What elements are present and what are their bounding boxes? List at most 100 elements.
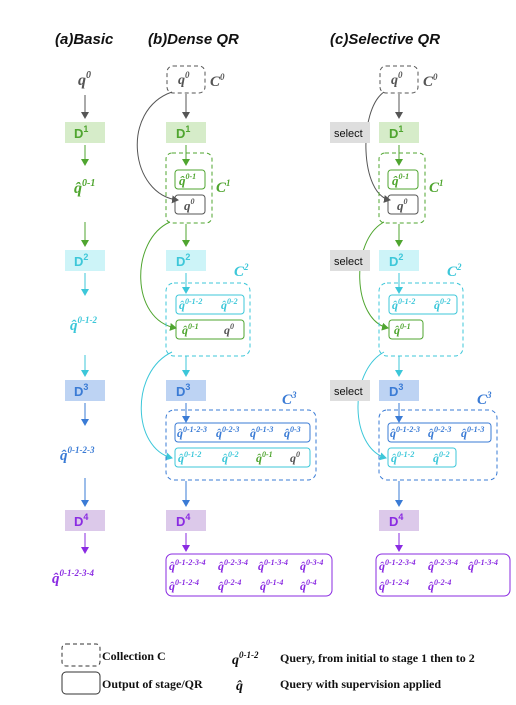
sel-c1-q01: q̂0-1 — [392, 172, 409, 188]
sel-d3-label: D3 — [389, 382, 403, 399]
dense-d1-box — [166, 122, 206, 143]
basic-d3-box — [65, 380, 105, 401]
sel-c2-row2-output — [388, 319, 424, 340]
sel-c3-collection — [378, 409, 498, 481]
dense-c3-row2-output — [174, 447, 311, 468]
sel-out-q01234: q̂0-1-2-3-4 — [379, 558, 416, 573]
dense-c2-q01: q̂0-1 — [182, 322, 199, 337]
sel-c2-q02: q̂0-2 — [434, 297, 451, 312]
sel-d4-box — [379, 510, 419, 531]
sel-c3-q023: q̂0-2-3 — [428, 425, 451, 440]
sel-c2-q012: q̂0-1-2 — [392, 297, 415, 312]
basic-d1-label: D1 — [74, 124, 88, 141]
sel-c1-label: C1 — [429, 178, 444, 196]
dense-c2-row2-output — [175, 319, 245, 340]
legend-output-label: Output of stage/QR — [102, 677, 203, 691]
sel-c1-q0: q0 — [397, 197, 408, 213]
sel-c2-collection — [378, 282, 464, 357]
dense-c3-q012: q̂0-1-2 — [178, 450, 201, 465]
dense-c1-collection — [165, 152, 213, 224]
dense-out-q024: q̂0-2-4 — [218, 578, 241, 593]
dense-out-q01234: q̂0-1-2-3-4 — [169, 558, 206, 573]
dense-c2-q02: q̂0-2 — [221, 297, 238, 312]
sel-d4-output — [375, 553, 511, 597]
sel-out-q024: q̂0-2-4 — [428, 578, 451, 593]
dense-c1-q01: q̂0-1 — [179, 172, 196, 188]
basic-d1-box — [65, 122, 105, 143]
basic-q0: q0 — [78, 70, 91, 89]
selective-column: q0 C0 select D1 q̂0-1 q0 C1 select D2 q̂… — [330, 65, 511, 597]
dense-d4-box — [166, 510, 206, 531]
dense-c0-label: C0 — [210, 72, 225, 90]
basic-q01234: q̂0-1-2-3-4 — [52, 568, 94, 587]
dense-c3-row1-output — [174, 422, 311, 443]
dense-d1-label: D1 — [176, 124, 190, 141]
header-selective: (c)Selective QR — [330, 31, 440, 48]
dense-out-q0234: q̂0-2-3-4 — [218, 558, 248, 573]
sel-c3-q012: q̂0-1-2 — [391, 450, 414, 465]
dense-out-q04: q̂0-4 — [300, 578, 317, 593]
dense-out-q014: q̂0-1-4 — [260, 578, 283, 593]
header-basic: (a)Basic — [55, 31, 114, 48]
dense-d2-label: D2 — [176, 252, 190, 269]
dense-c2-label: C2 — [234, 262, 249, 280]
dense-c3-q013: q̂0-1-3 — [250, 425, 273, 440]
dense-c1-q0: q0 — [184, 197, 195, 213]
dense-out-q0124: q̂0-1-2-4 — [169, 578, 199, 593]
legend-hat-desc: Query with supervision applied — [280, 677, 442, 691]
sel-out-q0124: q̂0-1-2-4 — [379, 578, 409, 593]
dense-c3-q023: q̂0-2-3 — [216, 425, 239, 440]
dense-out-q034: q̂0-3-4 — [300, 558, 323, 573]
sel-d3-box — [379, 380, 419, 401]
sel-select-2 — [330, 250, 370, 271]
dense-c2-collection — [165, 282, 251, 357]
sel-c3-q0123: q̂0-1-2-3 — [390, 425, 420, 440]
dense-d3-label: D3 — [176, 382, 190, 399]
dense-c0-collection — [166, 65, 206, 94]
basic-q01: q̂0-1 — [74, 178, 95, 197]
legend-query-symbol: q0-1-2 — [232, 650, 259, 668]
dense-c1-q0-output — [174, 194, 206, 215]
legend-collection-swatch — [61, 643, 101, 667]
sel-d1-label: D1 — [389, 124, 403, 141]
sel-select-3-label: select — [334, 386, 363, 398]
legend-hat-symbol: q̂ — [236, 679, 243, 694]
basic-d4-box — [65, 510, 105, 531]
dense-c3-q01: q̂0-1 — [256, 450, 273, 465]
dense-c3-label: C3 — [282, 390, 297, 408]
dense-c3-q0123: q̂0-1-2-3 — [177, 425, 207, 440]
dense-d4-label: D4 — [176, 512, 190, 529]
basic-d2-box — [65, 250, 105, 271]
legend-collection-label: Collection C — [102, 649, 166, 663]
dense-d2-box — [166, 250, 206, 271]
sel-d1-box — [379, 122, 419, 143]
basic-q012: q̂0-1-2 — [70, 315, 97, 334]
sel-c3-row1-output — [387, 422, 492, 443]
basic-d2-label: D2 — [74, 252, 88, 269]
sel-c3-row2-output — [387, 447, 457, 468]
sel-select-1-label: select — [334, 128, 363, 140]
legend-output-swatch — [61, 671, 101, 695]
sel-c3-q02: q̂0-2 — [433, 450, 450, 465]
sel-select-2-label: select — [334, 256, 363, 268]
sel-c0-label: C0 — [423, 72, 438, 90]
header-dense: (b)Dense QR — [148, 31, 239, 48]
sel-c2-label: C2 — [447, 262, 462, 280]
sel-c1-q01-output — [387, 169, 419, 190]
sel-c0-collection — [379, 65, 419, 94]
sel-c0-q0: q0 — [391, 70, 403, 88]
legend: q0-1-2 q̂ — [61, 643, 259, 695]
basic-column: q0 D1 q̂0-1 D2 q̂0-1-2 D3 q̂0-1-2-3 — [52, 70, 105, 587]
dense-c2-row1-output — [175, 294, 245, 315]
basic-q0123: q̂0-1-2-3 — [60, 445, 95, 464]
dense-out-q0134: q̂0-1-3-4 — [258, 558, 288, 573]
legend-query-desc: Query, from initial to stage 1 then to 2 — [280, 651, 475, 665]
sel-c1-collection — [378, 152, 426, 224]
dense-c3-q02: q̂0-2 — [222, 450, 239, 465]
dense-d3-box — [166, 380, 206, 401]
sel-out-q0234: q̂0-2-3-4 — [428, 558, 458, 573]
dense-d4-output — [165, 553, 333, 597]
dense-c1-q01-output — [174, 169, 206, 190]
sel-d2-label: D2 — [389, 252, 403, 269]
